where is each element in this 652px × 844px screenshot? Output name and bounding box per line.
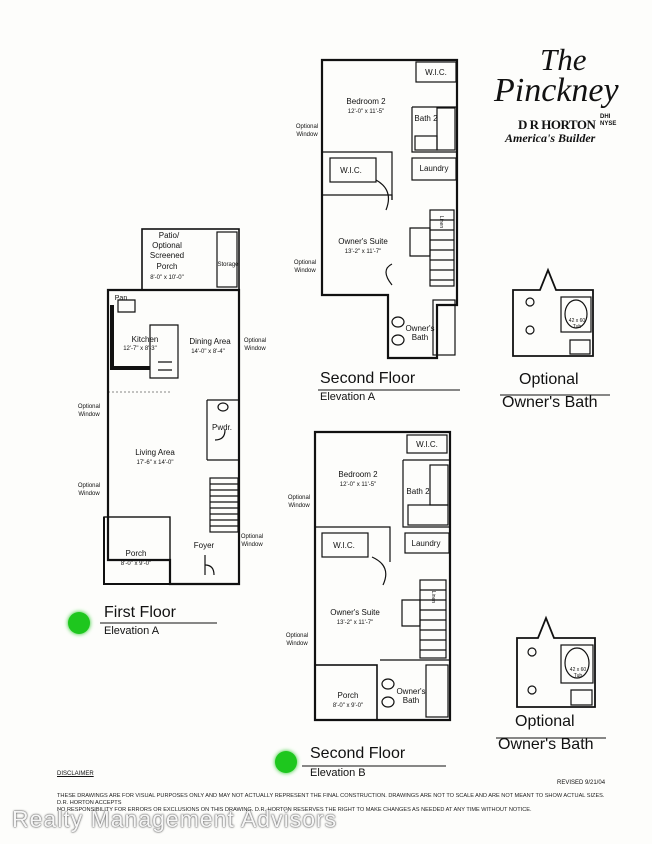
second-floor-a-plan	[320, 58, 459, 360]
owners-bath-label-2: Bath	[403, 696, 419, 705]
second-floor-a-elevation: Elevation A	[320, 391, 376, 403]
window-label: Window	[241, 542, 263, 548]
wic-label: W.I.C.	[333, 541, 355, 550]
second-floor-a-title: Second Floor	[320, 370, 416, 387]
first-floor-title: First Floor	[104, 604, 176, 621]
owners-suite-dim: 13'-2" x 11'-7"	[337, 620, 373, 626]
optional-bath-2-subtitle: Owner's Bath	[498, 736, 594, 753]
owners-suite-label: Owner's Suite	[330, 608, 380, 617]
tub-label: Tub	[574, 673, 583, 679]
patio-dim: 8'-0" x 10'-0"	[150, 275, 184, 281]
window-label: Window	[244, 346, 266, 352]
living-label: Living Area	[135, 448, 175, 457]
owners-bath-label-2: Bath	[412, 333, 428, 342]
builder-logo: D R HORTON	[518, 117, 596, 133]
disclaimer-line-1: THESE DRAWINGS ARE FOR VISUAL PURPOSES O…	[57, 793, 605, 806]
owners-bath-label-1: Owner's	[396, 687, 425, 696]
owners-bath-label-1: Owner's	[405, 324, 434, 333]
owners-suite-label: Owner's Suite	[338, 237, 388, 246]
window-label: Window	[288, 503, 310, 509]
opt-window-label: Optional	[78, 404, 100, 410]
storage-label: Storage	[217, 262, 239, 268]
brand-the: The	[540, 42, 587, 77]
kitchen-dim: 12'-7" x 8'-3"	[123, 346, 157, 352]
window-label: Window	[296, 132, 318, 138]
wic-top-label: W.I.C.	[416, 440, 438, 449]
porch-dim: 8'-0" x 9'-0"	[121, 561, 151, 567]
logo-tag-top: DHI	[600, 114, 611, 120]
laundry-label: Laundry	[420, 164, 449, 173]
linen-label: Linen	[438, 216, 444, 228]
opt-window-label: Optional	[288, 495, 310, 501]
optional-bath-2-plan	[516, 615, 596, 708]
revised-date: REVISED 9/21/04	[557, 780, 606, 786]
opt-window-label: Optional	[286, 633, 308, 639]
disclaimer-title: DISCLAIMER	[57, 771, 94, 777]
wic-label: W.I.C.	[340, 166, 362, 175]
powder-label: Pwdr.	[212, 423, 232, 432]
bedroom2-dim: 12'-0" x 11'-5"	[348, 109, 384, 115]
opt-window-label: Optional	[244, 338, 266, 344]
kitchen-label: Kitchen	[132, 335, 159, 344]
bedroom2-dim: 12'-0" x 11'-5"	[340, 482, 376, 488]
first-floor-plan	[103, 228, 241, 586]
dining-dim: 14'-0" x 8'-4"	[191, 349, 225, 355]
opt-window-label: Optional	[78, 483, 100, 489]
laundry-label: Laundry	[412, 539, 441, 548]
opt-window-label: Optional	[294, 260, 316, 266]
dining-label: Dining Area	[189, 337, 231, 346]
owners-suite-dim: 13'-2" x 11'-7"	[345, 249, 381, 255]
watermark: Realty Management Advisors	[12, 806, 338, 832]
brand-name: Pinckney	[494, 72, 619, 109]
first-floor-elevation: Elevation A	[104, 625, 160, 637]
second-floor-b-elevation: Elevation B	[310, 767, 366, 779]
disclaimer-line-2: NO RESPONSIBILITY FOR ERRORS OR EXCLUSIO…	[57, 807, 532, 813]
patio-label-1: Patio/	[159, 231, 180, 240]
living-dim: 17'-6" x 14'-0"	[137, 460, 174, 466]
brand-tagline: America's Builder	[505, 131, 596, 145]
tub-size-label: 42 x 60	[569, 318, 586, 324]
opt-window-label: Optional	[241, 534, 263, 540]
tub-label: Tub	[573, 324, 582, 330]
linen-label: Linen	[430, 591, 436, 603]
foyer-label: Foyer	[194, 541, 215, 550]
optional-bath-1-plan	[512, 267, 594, 357]
optional-bath-2-title: Optional	[515, 713, 575, 730]
logo-tag-bottom: NYSE	[600, 121, 617, 127]
window-label: Window	[78, 412, 100, 418]
patio-label-4: Porch	[157, 262, 178, 271]
porch-dim: 8'-0" x 9'-0"	[333, 703, 363, 709]
bedroom2-label: Bedroom 2	[346, 97, 386, 106]
pan-label: Pan	[115, 295, 128, 302]
optional-bath-1-subtitle: Owner's Bath	[502, 394, 598, 411]
window-label: Window	[286, 641, 308, 647]
porch-label: Porch	[338, 691, 359, 700]
builder-logo-text: D R HORTON	[518, 117, 596, 132]
marker-dot	[68, 612, 90, 634]
bath2-label: Bath 2	[414, 114, 438, 123]
window-label: Window	[78, 491, 100, 497]
patio-label-3: Screened	[150, 251, 184, 260]
bedroom2-label: Bedroom 2	[338, 470, 378, 479]
marker-dot	[275, 751, 297, 773]
tub-size-label: 42 x 60	[570, 667, 587, 673]
logo-tag: DHI NYSE	[600, 114, 616, 128]
second-floor-b-plan	[313, 430, 452, 722]
window-label: Window	[294, 268, 316, 274]
optional-bath-1-title: Optional	[519, 371, 579, 388]
disclaimer-text: THESE DRAWINGS ARE FOR VISUAL PURPOSES O…	[57, 793, 617, 814]
patio-label-2: Optional	[152, 241, 182, 250]
second-floor-b-title: Second Floor	[310, 745, 406, 762]
bath2-label: Bath 2	[406, 487, 430, 496]
porch-label: Porch	[126, 549, 147, 558]
opt-window-label: Optional	[296, 124, 318, 130]
wic-top-label: W.I.C.	[425, 68, 447, 77]
